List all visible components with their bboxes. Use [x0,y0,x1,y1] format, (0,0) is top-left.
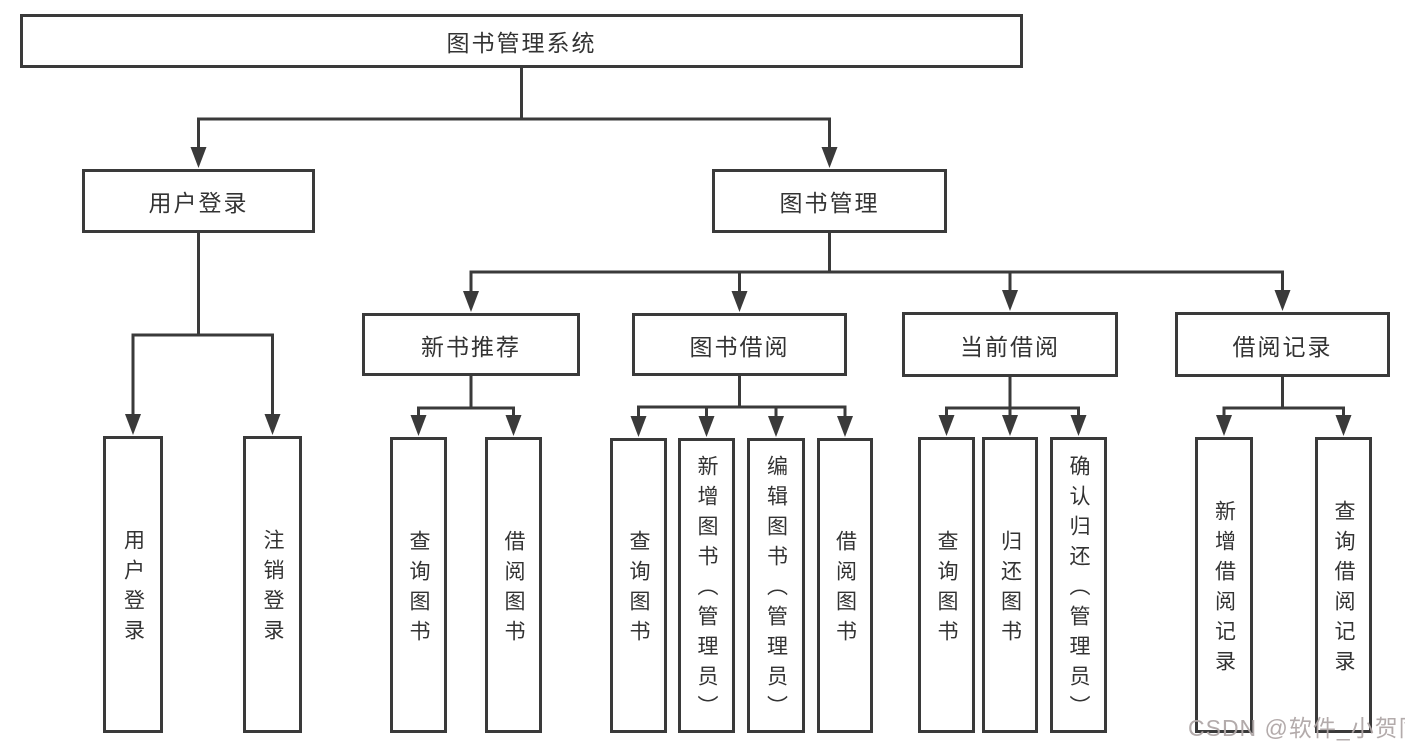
node-nbr-query: 查询图书 [390,437,447,733]
node-br-add: 新增借阅记录 [1195,437,1253,733]
node-bb-query: 查询图书 [610,438,667,733]
node-nbr-borrow: 借阅图书 [485,437,542,733]
node-bb-borrow: 借阅图书 [817,438,873,733]
node-leaf-logout: 注销登录 [243,436,302,733]
node-current-borrow: 当前借阅 [902,312,1118,377]
node-bb-add: 新增图书（管理员） [678,438,735,733]
node-book-borrow: 图书借阅 [632,313,847,376]
node-book-mgmt: 图书管理 [712,169,947,233]
node-root: 图书管理系统 [20,14,1023,68]
node-user-login: 用户登录 [82,169,315,233]
node-new-book-rec: 新书推荐 [362,313,580,376]
node-leaf-user-login: 用户登录 [103,436,163,733]
node-bb-edit: 编辑图书（管理员） [747,438,805,733]
node-br-query: 查询借阅记录 [1315,437,1372,733]
node-cb-query: 查询图书 [918,437,975,733]
node-cb-return: 归还图书 [982,437,1038,733]
node-borrow-records: 借阅记录 [1175,312,1390,377]
node-cb-confirm: 确认归还（管理员） [1050,437,1107,733]
